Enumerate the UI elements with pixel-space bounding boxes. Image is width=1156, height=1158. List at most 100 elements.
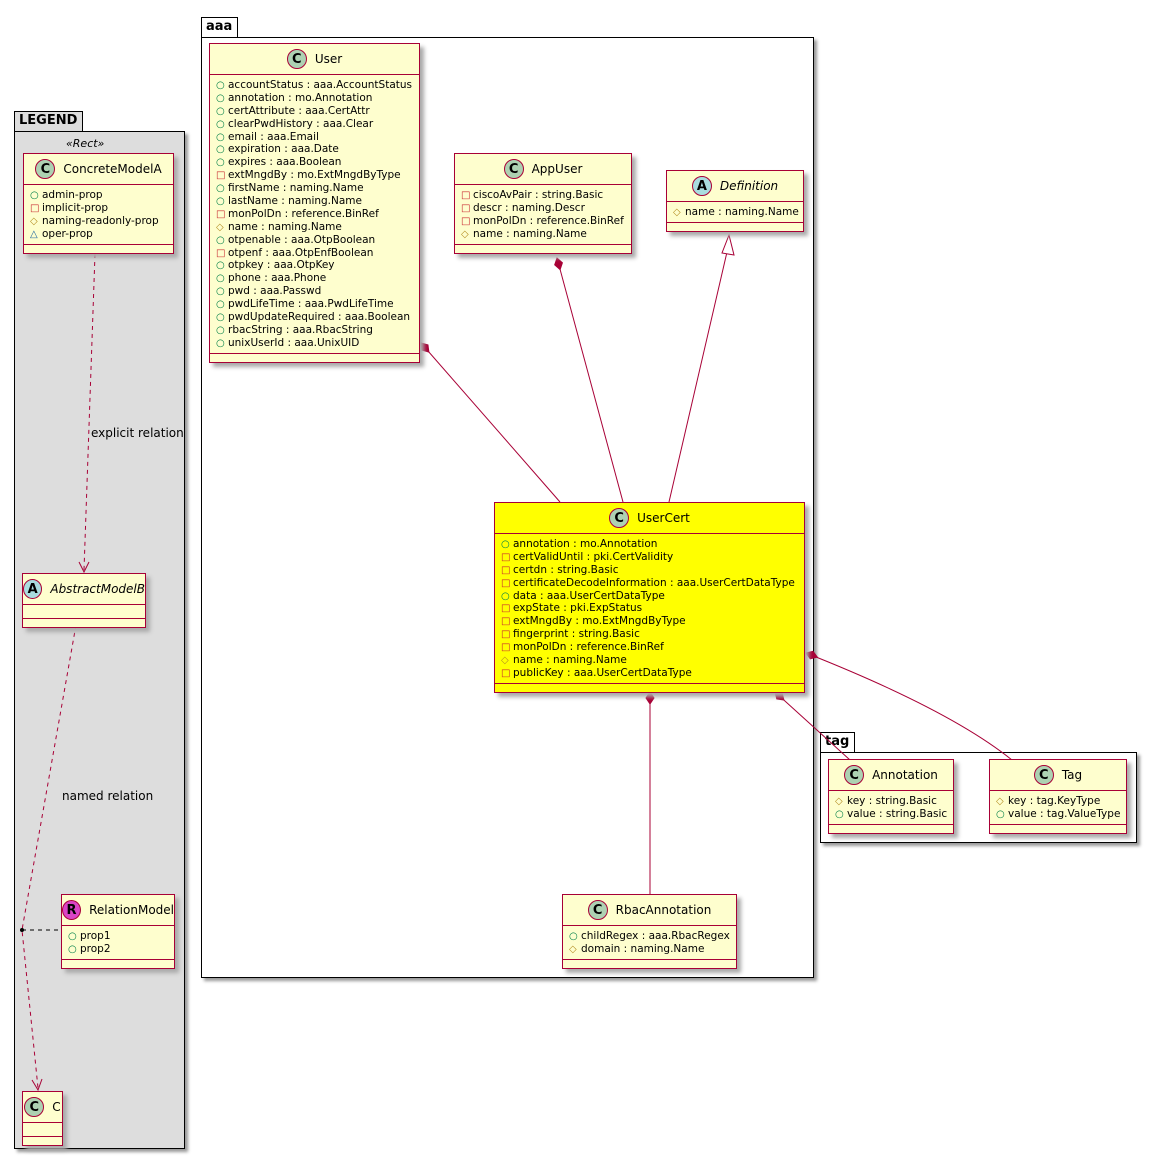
explicit-relation-label: explicit relation xyxy=(91,426,184,440)
class-name: Annotation xyxy=(872,768,938,782)
attribute-text: prop1 xyxy=(80,930,111,942)
methods-section xyxy=(62,960,174,968)
class-type-icon: A xyxy=(691,176,712,196)
attribute-row: △oper-prop xyxy=(30,228,167,241)
class-type-icon: C xyxy=(609,508,630,528)
attribute-row: ◇name : naming.Name xyxy=(461,228,625,241)
class-relationmodel[interactable]: R RelationModel ○prop1○prop2 xyxy=(61,894,175,969)
arrow-head xyxy=(31,1078,43,1092)
attribute-row: □implicit-prop xyxy=(30,202,167,215)
visibility-icon: □ xyxy=(216,170,226,182)
class-name: RelationModel xyxy=(89,903,174,917)
visibility-icon: □ xyxy=(501,667,511,679)
visibility-icon: ○ xyxy=(216,183,225,195)
attribute-row: ○unixUserId : aaa.UnixUID xyxy=(216,337,413,350)
attribute-list: ○childRegex : aaa.RbacRegex◇domain : nam… xyxy=(563,926,736,960)
package-aaa-tab: aaa xyxy=(201,17,239,37)
attribute-text: extMngdBy : mo.ExtMngdByType xyxy=(228,169,401,182)
class-name: C xyxy=(52,1100,61,1114)
composition-usercert-tag xyxy=(805,652,1013,761)
attribute-text: naming-readonly-prop xyxy=(42,214,159,227)
visibility-icon: □ xyxy=(501,616,511,628)
visibility-icon: ○ xyxy=(68,943,77,955)
attribute-row: □certificateDecodeInformation : aaa.User… xyxy=(501,577,798,590)
attribute-text: pwd : aaa.Passwd xyxy=(228,285,322,298)
visibility-icon: ○ xyxy=(996,808,1005,820)
attribute-text: oper-prop xyxy=(42,227,93,240)
attribute-text: domain : naming.Name xyxy=(581,942,705,955)
attribute-text: email : aaa.Email xyxy=(228,130,319,143)
visibility-icon: ◇ xyxy=(30,215,38,227)
visibility-icon: □ xyxy=(461,215,471,227)
class-name: Definition xyxy=(719,179,779,193)
attribute-row: ○expiration : aaa.Date xyxy=(216,143,413,156)
attribute-row: ○value : tag.ValueType xyxy=(996,808,1120,821)
attribute-row: ◇name : naming.Name xyxy=(501,654,798,667)
visibility-icon: ○ xyxy=(216,144,225,156)
package-tag-tab: tag xyxy=(820,732,856,752)
attribute-text: descr : naming.Descr xyxy=(473,201,585,214)
attribute-row: □monPolDn : reference.BinRef xyxy=(461,215,625,228)
visibility-icon: □ xyxy=(501,642,511,654)
attribute-row: ○prop1 xyxy=(68,930,168,943)
attribute-list xyxy=(23,1123,62,1137)
attribute-row: ○admin-prop xyxy=(30,189,167,202)
attribute-text: certValidUntil : pki.CertValidity xyxy=(513,550,674,563)
attribute-text: publicKey : aaa.UserCertDataType xyxy=(513,666,692,679)
attribute-text: expires : aaa.Boolean xyxy=(228,156,342,169)
attribute-text: otpenf : aaa.OtpEnfBoolean xyxy=(228,246,374,259)
class-type-icon: C xyxy=(587,900,608,920)
attribute-row: □publicKey : aaa.UserCertDataType xyxy=(501,667,798,680)
attribute-row: □extMngdBy : mo.ExtMngdByType xyxy=(216,169,413,182)
attribute-text: key : tag.KeyType xyxy=(1008,795,1101,807)
attribute-row: ◇ naming-readonly-prop xyxy=(30,215,167,228)
methods-section xyxy=(495,684,804,692)
attribute-text: value : string.Basic xyxy=(847,807,948,820)
visibility-icon: □ xyxy=(501,564,511,576)
named-relation-line xyxy=(21,624,77,1089)
attribute-list: □ciscoAvPair : string.Basic□descr : nami… xyxy=(455,185,631,245)
attribute-row: ○prop2 xyxy=(68,943,168,956)
inheritance-triangle xyxy=(721,233,735,256)
package-aaa xyxy=(201,37,814,978)
class-name: RbacAnnotation xyxy=(615,903,712,917)
package-tag xyxy=(820,752,1137,843)
methods-section xyxy=(455,245,631,253)
class-name: UserCert xyxy=(637,511,690,525)
visibility-icon: ○ xyxy=(216,299,225,311)
visibility-icon: □ xyxy=(501,603,511,615)
methods-section xyxy=(990,825,1126,833)
class-header: R RelationModel xyxy=(62,895,174,926)
attribute-row: ◇domain : naming.Name xyxy=(569,943,730,956)
visibility-icon: ○ xyxy=(216,157,225,169)
attribute-row: □extMngdBy : mo.ExtMngdByType xyxy=(501,615,798,628)
class-name: AppUser xyxy=(531,162,583,176)
visibility-icon: ○ xyxy=(216,131,225,143)
attribute-list: ◇key : string.Basic○value : string.Basic xyxy=(829,791,953,825)
class-rbacannotation[interactable]: C RbacAnnotation ○childRegex : aaa.RbacReg… xyxy=(562,894,737,969)
composition-diamond xyxy=(805,650,819,660)
attribute-row: □otpenf : aaa.OtpEnfBoolean xyxy=(216,247,413,260)
class-type-icon: R xyxy=(62,900,82,920)
attribute-list: ○prop1○prop2 xyxy=(62,926,174,960)
attribute-text: extMngdBy : mo.ExtMngdByType xyxy=(513,615,686,628)
attribute-text: data : aaa.UserCertDataType xyxy=(513,589,665,602)
attribute-list xyxy=(23,605,145,619)
attribute-text: certAttribute : aaa.CertAttr xyxy=(228,104,370,117)
attribute-row: ◇key : string.Basic xyxy=(835,795,947,808)
visibility-icon: ○ xyxy=(216,92,225,104)
